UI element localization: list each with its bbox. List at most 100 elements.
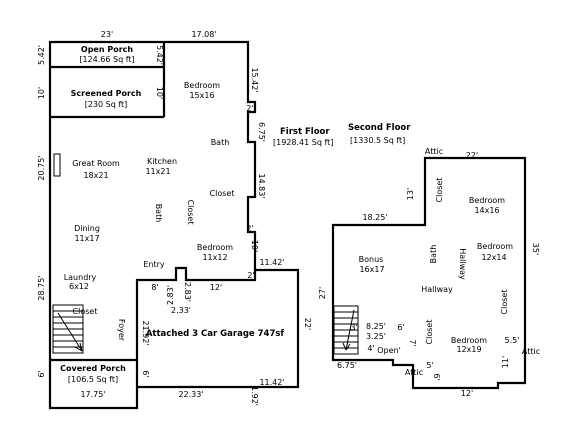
- first-floor-dimensions: 23' 17.08' 5.42' 5.42' 10' 10' 15.42' 2'…: [37, 30, 312, 406]
- closet-top-name: Closet: [435, 178, 444, 203]
- dim-sf-6: 6': [397, 323, 404, 332]
- dim-sf-top-22: 22': [466, 151, 478, 160]
- great-room-size: 18x21: [83, 171, 108, 180]
- open-name: Open': [377, 346, 401, 355]
- dim-garage-6: 6': [141, 370, 150, 377]
- bath-mid-name: Bath: [154, 204, 163, 223]
- dim-right-2b: 2': [246, 224, 253, 233]
- first-floor-title: First Floor: [280, 127, 330, 137]
- dim-sf-right-55: 5.5': [505, 336, 520, 345]
- dim-right-675: 6.75': [257, 122, 266, 142]
- dim-sf-left-27: 27': [318, 287, 327, 299]
- dim-garage-bottom-right: 11.42': [259, 378, 284, 387]
- first-floor-area: [1928.41 Sq ft]: [273, 138, 333, 147]
- second-floor-area: [1330.5 Sq ft]: [350, 136, 405, 145]
- bedroom-main-size: 15x16: [189, 91, 214, 100]
- bedroom-lower-name: Bedroom: [197, 243, 233, 252]
- dim-right-1542: 15.42': [250, 67, 259, 92]
- first-floor-stairs: [52, 304, 84, 354]
- dim-left-6: 6': [37, 370, 46, 377]
- dim-sf-right-35: 35': [531, 243, 540, 255]
- dim-sf-left-13: 13': [406, 188, 415, 200]
- second-floor-walls: [331, 156, 527, 390]
- dim-sf-325: 3.25': [366, 332, 386, 341]
- garage-name: Attached 3 Car Garage 747sf: [146, 329, 285, 339]
- dim-sf-stair-3: 3': [350, 323, 357, 332]
- screened-porch-name: Screened Porch: [71, 89, 142, 98]
- closet-laundry-name: Closet: [73, 307, 98, 316]
- bedroom-1416-name: Bedroom: [469, 196, 505, 205]
- bonus-size: 16x17: [359, 265, 384, 274]
- covered-porch-area: [106.5 Sq ft]: [68, 375, 118, 384]
- hallway-name: Hallway: [421, 285, 453, 294]
- attic-top-name: Attic: [425, 147, 443, 156]
- dim-right-10: 10': [250, 240, 259, 252]
- closet-mid-name: Closet: [186, 200, 195, 225]
- dim-sf-4: 4': [367, 344, 374, 353]
- dim-right-2c: 2': [247, 271, 254, 280]
- closet-upper-name: Closet: [210, 189, 235, 198]
- great-room-name: Great Room: [72, 159, 120, 168]
- screened-porch-area: [230 Sq ft]: [85, 100, 128, 109]
- dining-size: 11x17: [74, 234, 99, 243]
- second-floor-stairs: [333, 305, 359, 355]
- dim-right-2a: 2': [246, 104, 253, 113]
- bedroom-1214-name: Bedroom: [477, 242, 513, 251]
- dim-garage-top-right: 11.42': [259, 258, 284, 267]
- bedroom-1214-size: 12x14: [481, 253, 506, 262]
- dim-left-2075: 20.75': [37, 155, 46, 180]
- bath-upper-name: Bath: [211, 138, 230, 147]
- bedroom-lower-size: 11x12: [202, 253, 227, 262]
- dim-sf-top-1825: 18.25': [362, 213, 387, 222]
- second-floor-dimensions: 22' 13' 35' 18.25' 27' 3' 8.25' 6' 3.25'…: [318, 151, 540, 398]
- dim-bottom-1775: 17.75': [80, 390, 105, 399]
- closet-right-name: Closet: [500, 290, 509, 315]
- dim-top-right: 17.08': [191, 30, 216, 39]
- dim-left-2875: 28.75': [37, 275, 46, 300]
- open-porch-name: Open Porch: [81, 45, 133, 54]
- dim-sf-6b: 6': [432, 373, 441, 380]
- dim-left-screened: 10': [37, 87, 46, 99]
- bedroom-1219-name: Bedroom: [451, 336, 487, 345]
- attic-right-name: Attic: [522, 347, 540, 356]
- kitchen-size: 11x21: [145, 167, 170, 176]
- laundry-size: 6x12: [69, 282, 89, 291]
- bedroom-1416-size: 14x16: [474, 206, 499, 215]
- laundry-name: Laundry: [64, 273, 97, 282]
- covered-porch-name: Covered Porch: [60, 364, 126, 373]
- dim-sf-7: 7': [408, 339, 417, 346]
- dim-garage-12: 12': [210, 283, 222, 292]
- foyer-name: Foyer: [117, 319, 126, 342]
- dim-sf-bottom-12: 12': [461, 389, 473, 398]
- bedroom-1219-size: 12x19: [456, 345, 481, 354]
- dim-garage-22: 22': [303, 318, 312, 330]
- dim-entry-233: 2.33': [171, 306, 191, 315]
- kitchen-name: Kitchen: [147, 157, 177, 166]
- dim-porch-right: 5.42': [155, 45, 164, 65]
- dim-entry-283b: 2.83': [183, 282, 192, 302]
- first-floor-walls: [48, 40, 300, 410]
- dim-sf-825: 8.25': [366, 322, 386, 331]
- attic-bottom-name: Attic: [405, 368, 423, 377]
- second-floor-title: Second Floor: [348, 123, 411, 133]
- hallway-vertical-name: Hallway: [458, 248, 467, 280]
- first-floor-labels: First Floor [1928.41 Sq ft] Open Porch […: [60, 45, 333, 384]
- dim-left-porch: 5.42': [37, 45, 46, 65]
- dim-entry-8: 8': [151, 283, 158, 292]
- dim-right-1483: 14.83': [257, 173, 266, 198]
- dim-garage-2192: 21.92': [141, 320, 150, 345]
- dim-top-left: 23': [101, 30, 113, 39]
- bonus-name: Bonus: [359, 255, 384, 264]
- dim-sf-bottom-675: 6.75': [337, 361, 357, 370]
- open-porch-area: [124.66 Sq ft]: [79, 55, 134, 64]
- dim-entry-283a: 2.83': [166, 285, 175, 305]
- entry-name: Entry: [143, 260, 165, 269]
- bath-name: Bath: [429, 245, 438, 264]
- closet-lower-name: Closet: [425, 320, 434, 345]
- dining-name: Dining: [74, 224, 100, 233]
- dim-sf-5: 5': [426, 361, 433, 370]
- second-floor-labels: Second Floor [1330.5 Sq ft] Attic Closet…: [348, 123, 540, 377]
- dim-right-192: 1.92': [250, 386, 259, 406]
- dim-sf-right-11: 11': [501, 356, 510, 368]
